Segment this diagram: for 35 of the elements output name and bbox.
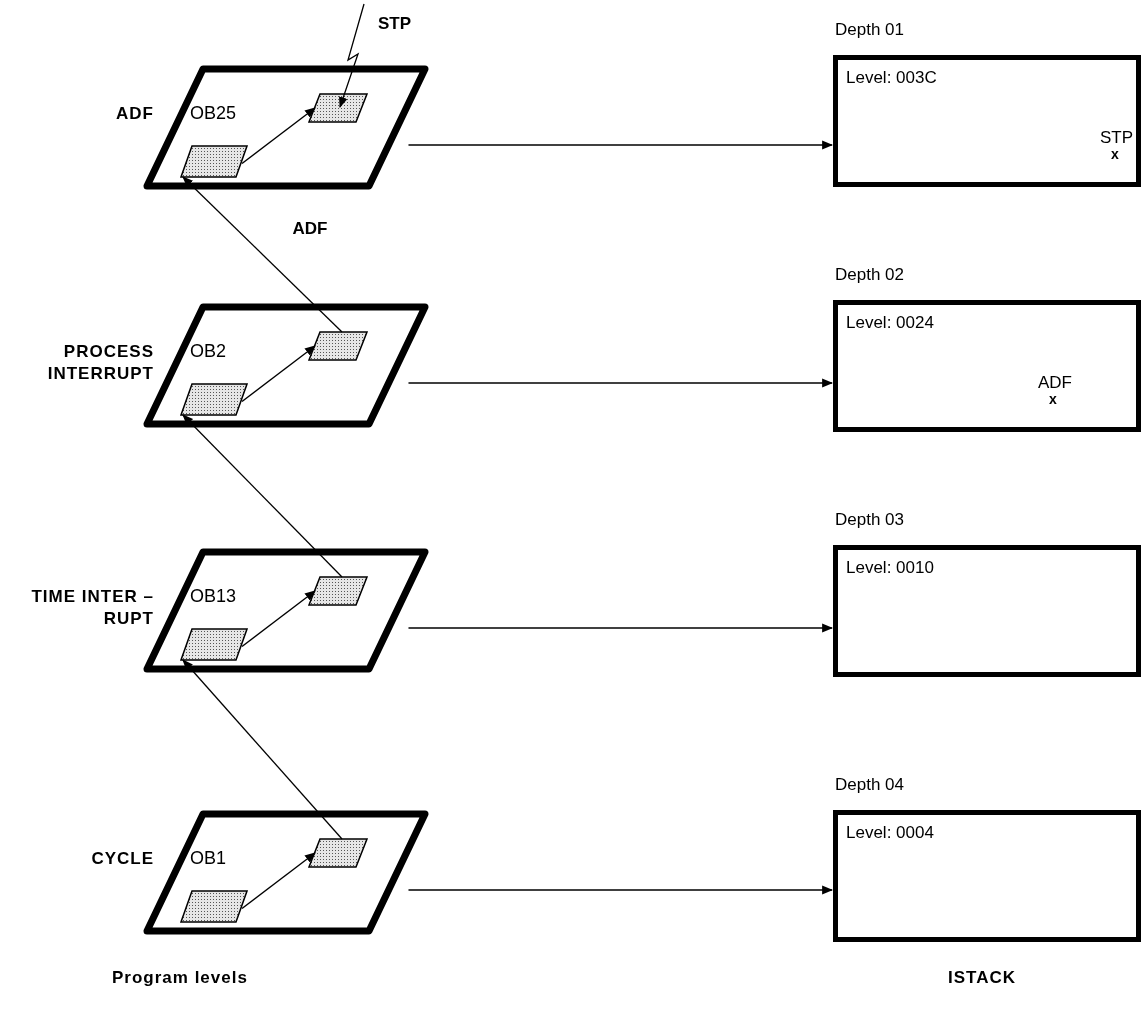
arrow xyxy=(182,176,343,333)
depth-label: Depth 03 xyxy=(835,510,904,530)
signal-label: STP xyxy=(378,14,412,33)
arrow xyxy=(339,3,365,109)
level-value: Level: 0024 xyxy=(846,313,934,333)
arrow xyxy=(241,590,316,648)
arrow xyxy=(407,140,834,150)
block-label: OB25 xyxy=(190,103,237,124)
arrow xyxy=(407,378,834,388)
cause-mark: x xyxy=(1111,146,1119,162)
arrow xyxy=(407,885,834,895)
interrupt-cause: ADF xyxy=(1038,373,1072,393)
level-name: PROCESS INTERRUPT xyxy=(46,341,154,385)
caption: Program levels xyxy=(112,968,248,988)
block-label: OB13 xyxy=(190,586,237,607)
arrow xyxy=(182,414,343,578)
level-value: Level: 0010 xyxy=(846,558,934,578)
level-name: CYCLE xyxy=(90,848,154,870)
cause-mark: x xyxy=(1049,391,1057,407)
interrupt-cause: STP xyxy=(1100,128,1134,148)
depth-label: Depth 02 xyxy=(835,265,904,285)
level-name: TIME INTER – RUPT xyxy=(30,586,154,630)
depth-label: Depth 01 xyxy=(835,20,904,40)
caption: ISTACK xyxy=(948,968,1016,988)
block-label: OB2 xyxy=(190,341,227,362)
level-value: Level: 0004 xyxy=(846,823,934,843)
depth-label: Depth 04 xyxy=(835,775,904,795)
arrow xyxy=(407,623,834,633)
arrow xyxy=(182,659,343,840)
arrow xyxy=(241,107,316,165)
arrow xyxy=(241,345,316,403)
level-value: Level: 003C xyxy=(846,68,937,88)
arrow xyxy=(241,852,316,910)
block-label: OB1 xyxy=(190,848,227,869)
level-name: ADF xyxy=(115,103,154,125)
